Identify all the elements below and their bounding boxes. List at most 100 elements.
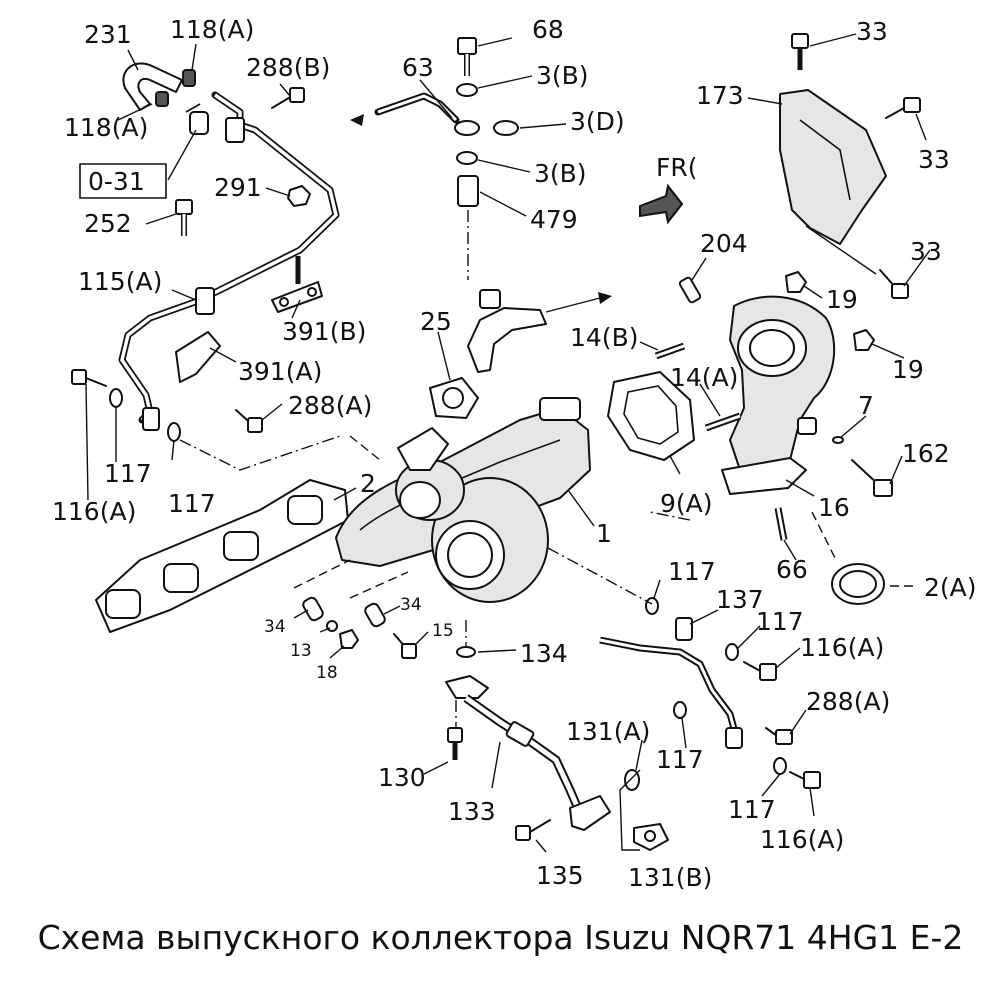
bolt-116a-left (71, 369, 107, 387)
pipe-63 (374, 92, 460, 124)
label-3b-mid: 3(B) (534, 159, 587, 188)
label-66: 66 (776, 555, 808, 584)
label-252: 252 (84, 209, 132, 238)
label-25: 25 (420, 307, 452, 336)
gasket-2 (95, 479, 349, 633)
label-391a: 391(A) (238, 357, 322, 386)
front-arrow (639, 183, 684, 225)
exhaust-manifold-diagram: 231 118(A) 288(B) 118(A) 0-31 291 252 11… (52, 15, 977, 892)
label-34-left: 34 (264, 617, 286, 637)
hose-231 (122, 62, 183, 111)
washer-117-left-2 (167, 422, 181, 442)
connector-031 (185, 103, 209, 135)
washer-13 (326, 620, 338, 632)
ring-2a (831, 563, 885, 605)
label-131b: 131(B) (628, 863, 712, 892)
label-63: 63 (402, 53, 434, 82)
bolt-33-top (791, 33, 809, 70)
label-13: 13 (290, 641, 312, 661)
bolt-252 (175, 199, 193, 236)
oil-return-pipe-133 (445, 675, 611, 831)
label-134: 134 (520, 639, 568, 668)
label-14a: 14(A) (670, 363, 738, 392)
label-130: 130 (378, 763, 426, 792)
label-173: 173 (696, 81, 744, 110)
label-231: 231 (84, 20, 132, 49)
label-0-31: 0-31 (88, 167, 145, 196)
label-116a-r2: 116(A) (760, 825, 844, 854)
nut-19-top (785, 271, 807, 293)
stud-66 (774, 507, 788, 541)
washer-117-left-1 (109, 388, 123, 408)
dowel-34-right (364, 602, 386, 628)
label-16: 16 (818, 493, 850, 522)
diagram-caption: Схема выпускного коллектора Isuzu NQR71 … (37, 918, 964, 957)
label-33-mid: 33 (918, 145, 950, 174)
gasket-25 (429, 377, 479, 419)
label-117-r2: 117 (756, 607, 804, 636)
label-15: 15 (432, 621, 454, 641)
label-7: 7 (858, 391, 874, 420)
label-34-right: 34 (400, 595, 422, 615)
label-33-top: 33 (856, 17, 888, 46)
dowel-34-left (302, 596, 324, 622)
label-116a-left: 116(A) (52, 497, 136, 526)
label-131a: 131(A) (566, 717, 650, 746)
label-116a-r1: 116(A) (800, 633, 884, 662)
label-9a: 9(A) (660, 489, 713, 518)
elbow-16 (721, 295, 836, 495)
nut-291 (287, 185, 311, 207)
label-3d: 3(D) (570, 107, 625, 136)
oil-feed-pipe (467, 289, 547, 373)
label-162: 162 (902, 439, 950, 468)
label-33-low: 33 (910, 237, 942, 266)
washer-3b-upper (456, 83, 478, 97)
label-117-left-1: 117 (104, 459, 152, 488)
bolt-33-low (879, 269, 909, 299)
pipe-115a (118, 91, 340, 431)
stud-204 (678, 276, 702, 304)
washer-117-r1 (645, 597, 659, 615)
label-391b: 391(B) (282, 317, 366, 346)
label-291: 291 (214, 173, 262, 202)
label-118a-left: 118(A) (64, 113, 148, 142)
label-front-marker: FR( (656, 153, 698, 182)
label-117-left-2: 117 (168, 489, 216, 518)
union-479 (457, 175, 479, 280)
bolt-116a-r2 (789, 771, 821, 789)
heat-shield-173 (779, 89, 887, 245)
label-479: 479 (530, 205, 578, 234)
washer-3d (454, 120, 519, 136)
clip-118a-lower (155, 91, 169, 107)
label-117-r4: 117 (728, 795, 776, 824)
washer-117-r4 (773, 757, 787, 775)
washer-3b-lower (456, 151, 478, 165)
bracket-391b (271, 256, 323, 313)
plug-7 (797, 417, 844, 444)
label-118a-top: 118(A) (170, 15, 254, 44)
label-19-top: 19 (826, 285, 858, 314)
turbocharger (395, 427, 549, 603)
label-3b-top: 3(B) (536, 61, 589, 90)
label-14b: 14(B) (570, 323, 638, 352)
label-2: 2 (360, 469, 376, 498)
ring-134 (456, 646, 476, 658)
label-137: 137 (716, 585, 764, 614)
label-204: 204 (700, 229, 748, 258)
nut-19-low (853, 329, 875, 351)
bracket-391a (175, 331, 221, 383)
bolt-116a-r1 (743, 661, 777, 681)
bolt-33-mid (885, 97, 921, 119)
label-2a: 2(A) (924, 573, 977, 602)
label-135: 135 (536, 861, 584, 890)
label-288a-right: 288(A) (806, 687, 890, 716)
label-68: 68 (532, 15, 564, 44)
bolt-288a-right (765, 727, 793, 745)
stud-14a (704, 412, 742, 432)
label-288a-left: 288(A) (288, 391, 372, 420)
washer-117-r3 (673, 701, 687, 719)
label-133: 133 (448, 797, 496, 826)
bolt-288a-left (235, 409, 263, 433)
bolt-68 (457, 37, 477, 76)
